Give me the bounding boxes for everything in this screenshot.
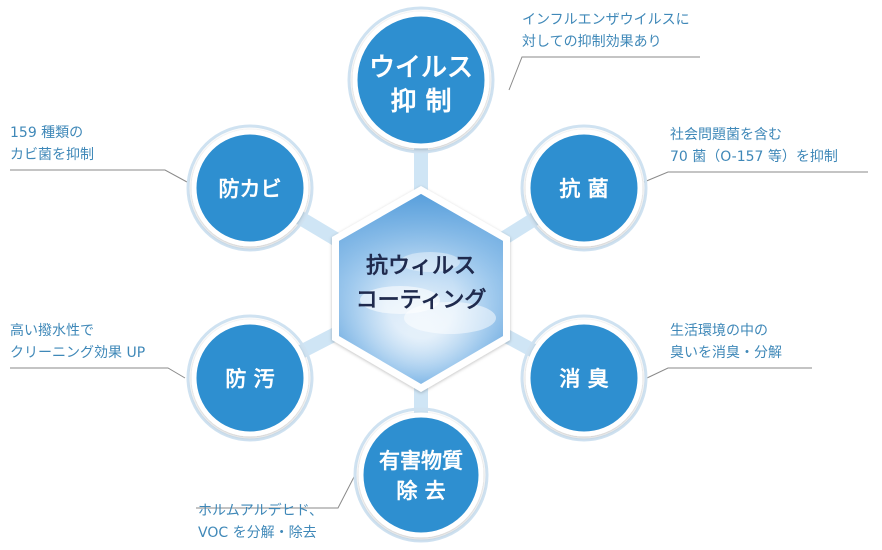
- note-antifouling-line2: クリーニング効果 UP: [10, 345, 146, 361]
- node-harmful: 有害物質 除 去: [353, 407, 489, 543]
- node-virus-label-line1: ウイルス: [369, 53, 473, 83]
- center-hexagon: 抗ウィルス コーティング: [332, 186, 510, 392]
- leader-harmful: [196, 474, 356, 509]
- note-antifouling-line1: 高い撥水性で: [10, 323, 94, 339]
- leader-antimold: [10, 169, 188, 183]
- node-virus: ウイルス 抑 制: [347, 6, 495, 154]
- note-antimold-line1: 159 種類の: [10, 125, 84, 141]
- node-antifouling: 防 汚: [186, 314, 314, 442]
- note-virus-line1: インフルエンザウイルスに: [522, 12, 690, 28]
- note-harmful-line2: VOC を分解・除去: [198, 525, 317, 541]
- leader-deodorize: [646, 367, 812, 379]
- note-antibacterial-line2: 70 菌（O-157 等）を抑制: [670, 149, 838, 165]
- leader-antifouling: [10, 367, 186, 379]
- note-antimold-line2: カビ菌を抑制: [10, 147, 94, 163]
- note-harmful-line1: ホルムアルデヒド、: [198, 503, 324, 519]
- note-antibacterial: 社会問題菌を含む 70 菌（O-157 等）を抑制: [670, 124, 838, 168]
- note-virus-line2: 対しての抑制効果あり: [522, 34, 662, 50]
- node-antimold: 防カビ: [186, 124, 314, 252]
- note-antimold: 159 種類の カビ菌を抑制: [10, 122, 94, 166]
- node-harmful-label-line1: 有害物質: [379, 449, 463, 473]
- note-antifouling: 高い撥水性で クリーニング効果 UP: [10, 320, 145, 364]
- node-harmful-label-line2: 除 去: [396, 479, 445, 503]
- node-deodorize: 消 臭: [520, 314, 648, 442]
- note-deodorize-line1: 生活環境の中の: [670, 323, 768, 339]
- node-deodorize-label: 消 臭: [559, 367, 608, 391]
- leader-lines: [10, 56, 868, 509]
- node-antibacterial: 抗 菌: [520, 124, 648, 252]
- note-deodorize: 生活環境の中の 臭いを消臭・分解: [670, 320, 782, 364]
- node-virus-label-line2: 抑 制: [390, 87, 451, 117]
- node-antifouling-label: 防 汚: [225, 367, 274, 391]
- center-title-line1: 抗ウィルス: [366, 253, 476, 279]
- note-virus: インフルエンザウイルスに 対しての抑制効果あり: [522, 9, 690, 53]
- node-antibacterial-label: 抗 菌: [559, 177, 608, 201]
- leader-virus: [508, 56, 700, 91]
- node-antimold-label: 防カビ: [219, 177, 282, 201]
- center-title-line2: コーティング: [356, 287, 487, 313]
- note-harmful: ホルムアルデヒド、 VOC を分解・除去: [198, 500, 323, 544]
- leader-antibacterial: [643, 171, 868, 183]
- note-deodorize-line2: 臭いを消臭・分解: [670, 345, 782, 361]
- note-antibacterial-line1: 社会問題菌を含む: [670, 127, 782, 143]
